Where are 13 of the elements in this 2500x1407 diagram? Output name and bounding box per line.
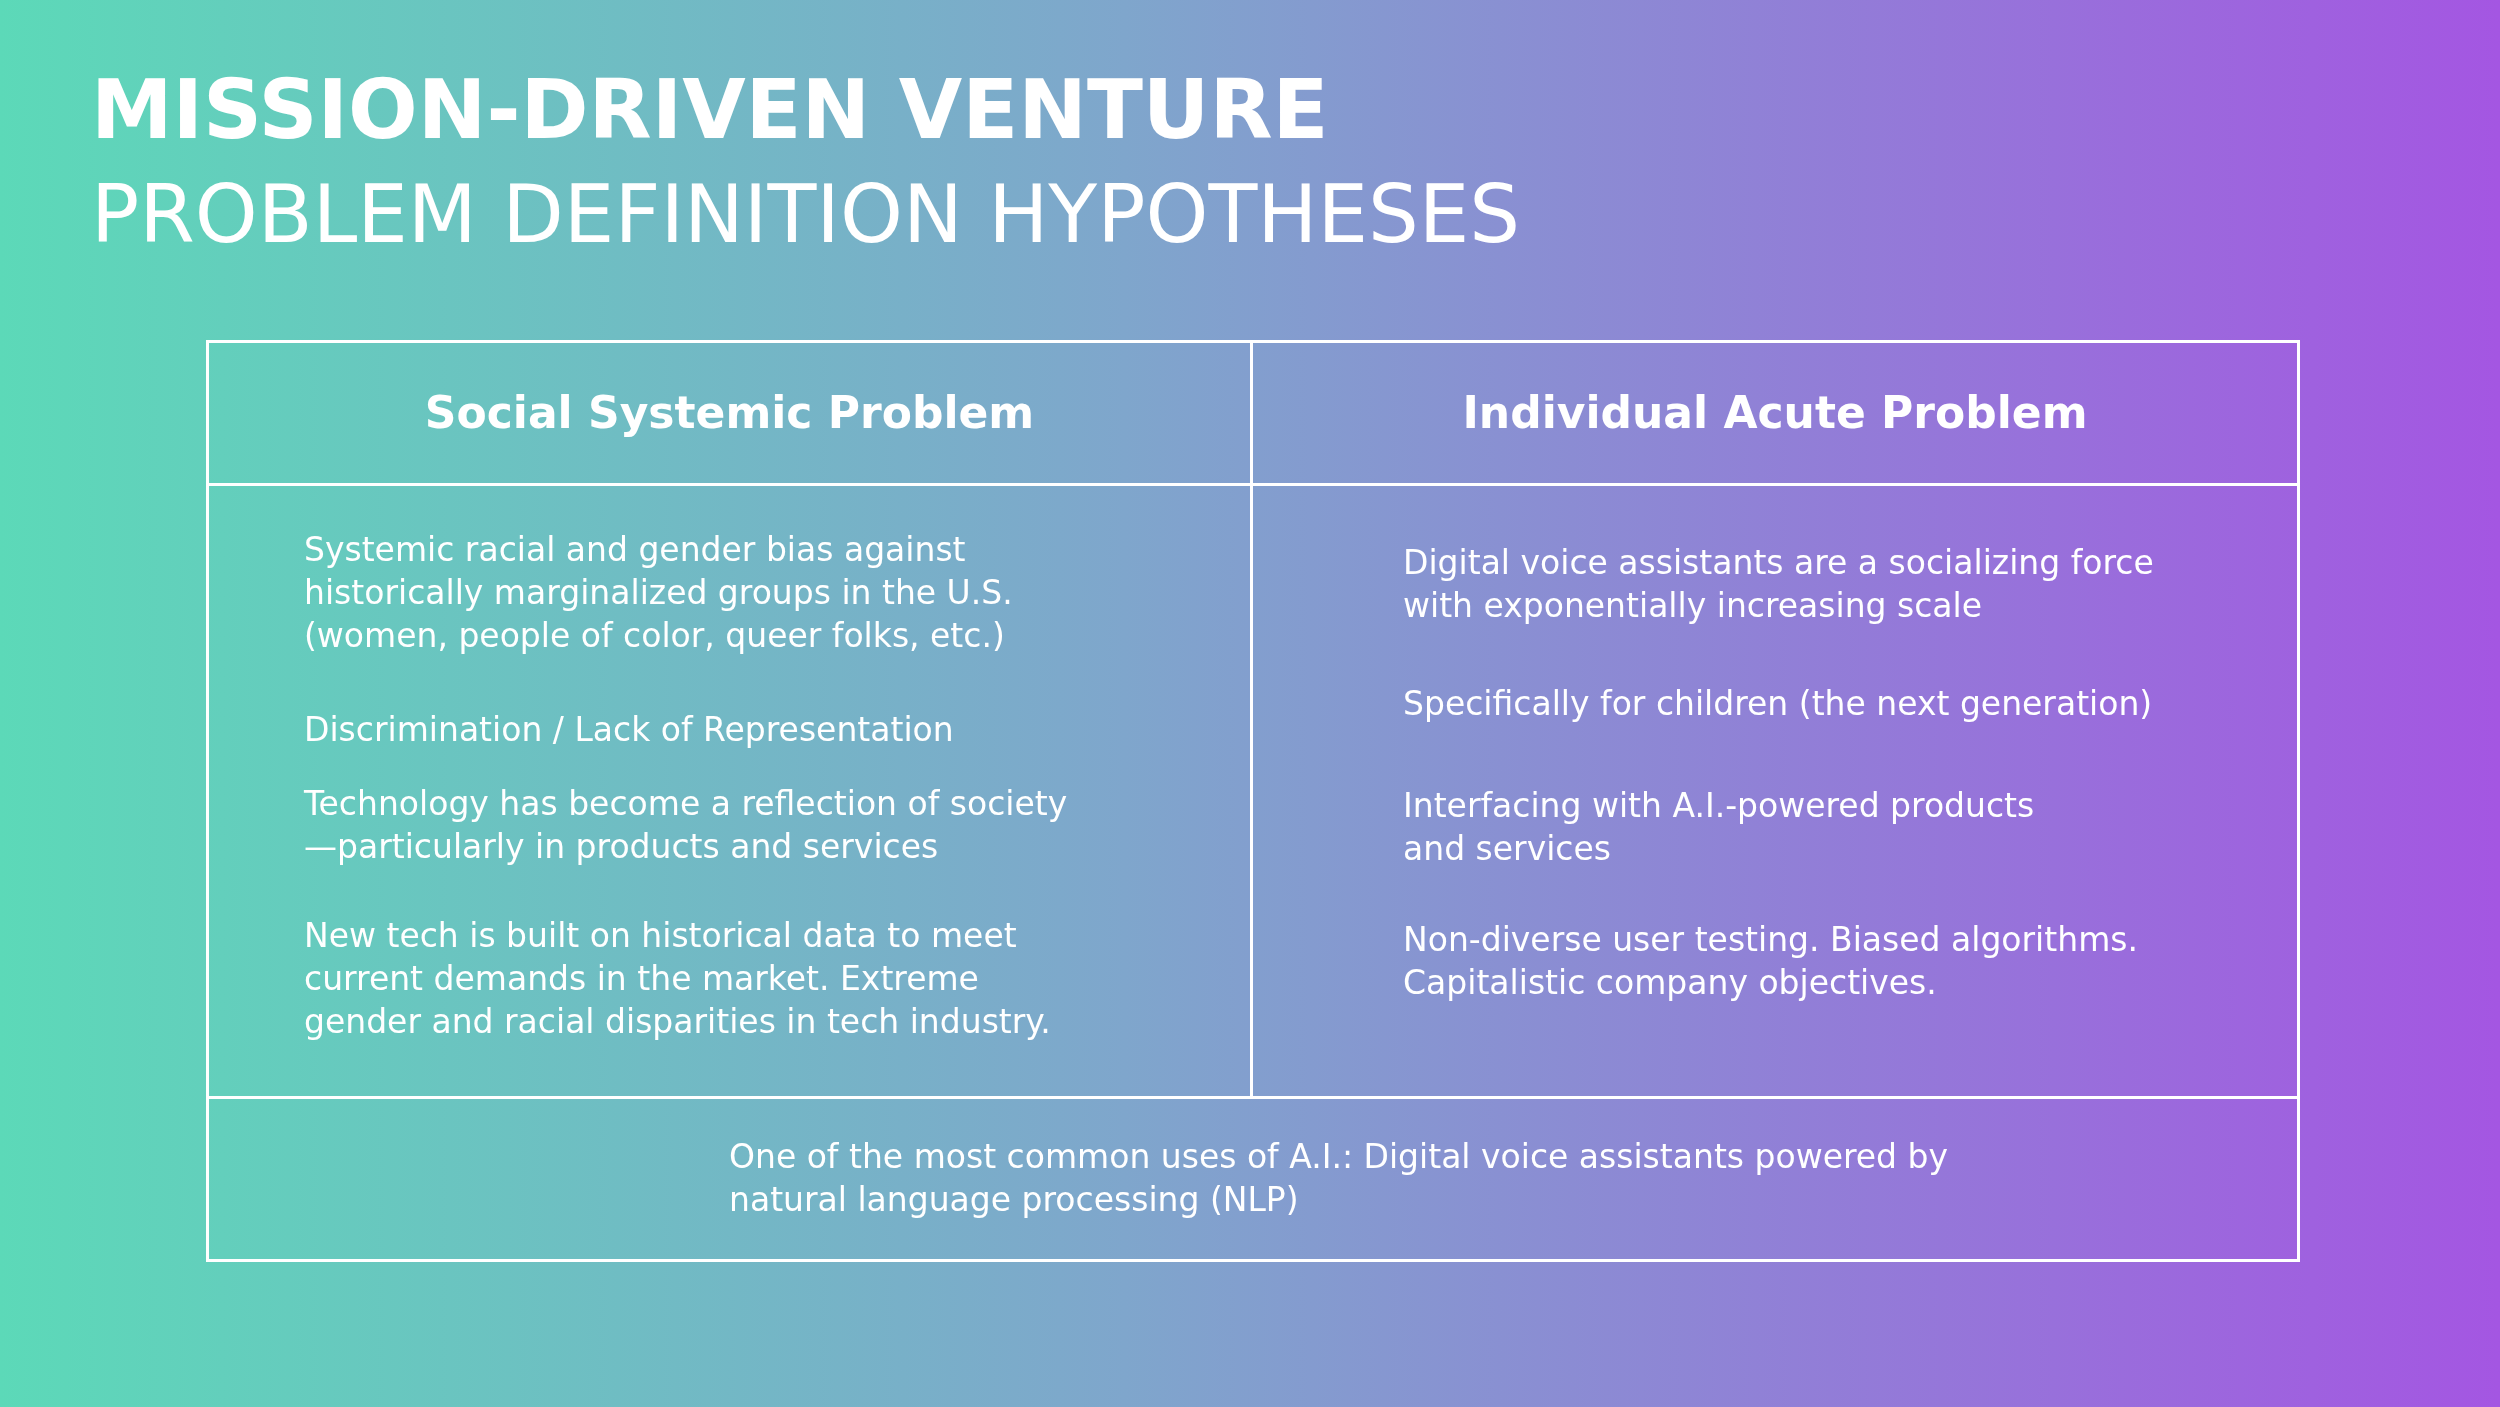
page-title: MISSION-DRIVEN VENTURE <box>91 62 1329 157</box>
body-text: Digital voice assistants are a socializing force with exponentially increasing scale <box>1403 542 2155 627</box>
column-header: Individual Acute Problem <box>1461 387 2089 438</box>
body-text: Discrimination / Lack of Representation <box>304 709 955 751</box>
page-subtitle: PROBLEM DEFINITION HYPOTHESES <box>91 168 1521 261</box>
body-text: Specifically for children (the next generation) <box>1403 683 2154 725</box>
body-text: One of the most common uses of A.I.: Digital voice assistants powered by natural language processing (NLP) <box>729 1136 1949 1221</box>
body-text: Technology has become a reflection of society—particularly in products and services <box>304 783 1069 868</box>
body-text: New tech is built on historical data to meet current demands in the market. Extreme gender and racial disparities in tech industry. <box>304 915 1052 1043</box>
body-text: Non-diverse user testing. Biased algorithms. Capitalistic company objectives. <box>1403 919 2139 1004</box>
column-header: Social Systemic Problem <box>423 387 1036 438</box>
body-text: Systemic racial and gender bias against historically marginalized groups in the U.S. (women, people of color, queer folks, etc.) <box>304 529 1014 657</box>
body-text: Interfacing with A.I.-powered products and services <box>1403 785 2036 870</box>
